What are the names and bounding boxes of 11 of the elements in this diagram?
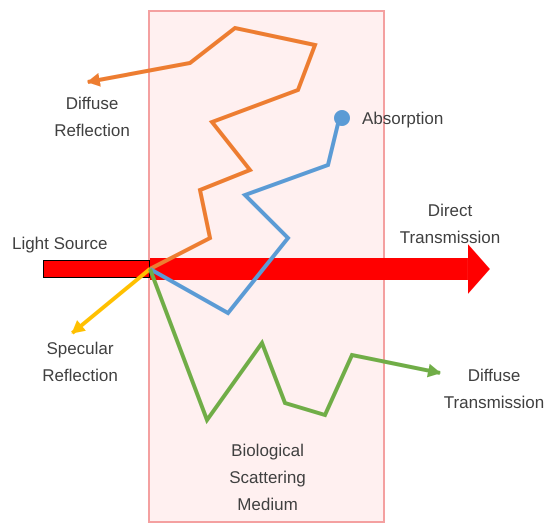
light-label: Direct Transmission: [398, 200, 502, 249]
light-label: Diffuse Reflection: [53, 93, 131, 142]
light-path: [149, 123, 340, 316]
light-path-arrow: [86, 26, 318, 271]
light-label: Specular Reflection: [41, 338, 119, 387]
light-label: Diffuse Transmission: [442, 365, 546, 414]
absorption-label: Absorption: [362, 108, 444, 130]
source-label: Light Source: [12, 233, 108, 255]
light-path-arrow: [148, 268, 441, 424]
region-label: Biological Scattering Medium: [228, 440, 307, 516]
direct-light-arrow: [150, 244, 490, 294]
